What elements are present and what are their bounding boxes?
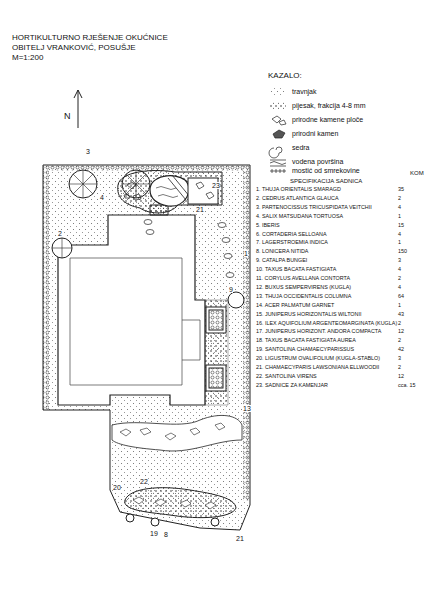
legend-entry: pijesak, frakcija 4-8 mm (292, 102, 366, 109)
plant-name: 13. THUJA OCCIDENTALIS COLUMNA (256, 294, 351, 300)
legend-entry: prirodne kamene ploče (292, 116, 363, 123)
callout-number: 21 (236, 535, 244, 542)
callout-number: 22 (140, 478, 148, 485)
legend-entry: travnjak (292, 88, 317, 95)
legend-entry: sedra (292, 144, 310, 151)
callout-number: 9 (229, 286, 233, 293)
plant-name: 6. CORTADERIA SELLOANA (256, 232, 327, 238)
callout-number: 20 (113, 484, 121, 491)
callout-number: 19 (150, 530, 158, 537)
plant-name: 4. SALIX MATSUDANA TORTUOSA (256, 214, 343, 220)
plan-title: HORTIKULTURNO RJEŠENJE OKUĆNICE (12, 34, 168, 42)
plant-count: 42 (398, 347, 404, 353)
plant-count: 35 (398, 187, 404, 193)
legend-entry: prirodni kamen (292, 130, 338, 137)
plant-name: 15. JUNIPERUS HORIZONTALIS WILTONII (256, 312, 361, 318)
plant-count: 3 (398, 258, 401, 264)
plant-name: 16. ILEX AQUIFOLIUM ARGENTEOMARGINATA (K… (256, 321, 397, 327)
plant-count: 2 (398, 338, 401, 344)
plant-name: 14. ACER PALMATUM GARNET (256, 303, 334, 309)
plant-name: 22. SANTOLINA VIRENS (256, 374, 317, 380)
legend-entry: vodena površina (292, 158, 343, 165)
plant-name: 8. LONICERA NITIDA (256, 249, 308, 255)
plant-name: 1. THUJA ORIENTALIS SMARAGD (256, 187, 341, 193)
scale-label: M=1:200 (12, 54, 43, 62)
plant-count: 4 (398, 232, 401, 238)
plant-count: 4 (398, 285, 401, 291)
plant-count: 2 (398, 196, 401, 202)
plant-name: 17. JUNIPERUS HORIZONT. ANDORA COMPACTA (256, 329, 381, 335)
plant-name: 12. BUXUS SEMPERVIRENS (KUGLA) (256, 285, 351, 291)
callout-number: 23 (212, 182, 220, 189)
plant-count: 12 (398, 374, 404, 380)
plant-count: 2 (398, 365, 401, 371)
plant-count: 1 (398, 240, 401, 246)
table-heading: SPECIFIKACIJA SADNICA (290, 178, 362, 184)
plant-name: 23. SADNICE ZA KAMENJAR (256, 383, 328, 389)
table-heading: KOM (410, 170, 424, 176)
plant-name: 19. SANTOLINA CHAMAECYPARISSUS (256, 347, 354, 353)
plant-count: 15 (398, 223, 404, 229)
north-label: N (64, 112, 71, 121)
plant-count: 1 (398, 214, 401, 220)
plant-count: 1 (398, 303, 401, 309)
plant-count: 2 (398, 321, 401, 327)
plant-name: 3. PARTENOCISSUS TRICUSPIDATA VEITCHII (256, 205, 372, 211)
plant-count: 64 (398, 294, 404, 300)
plant-count: 4 (398, 267, 401, 273)
plant-name: 7. LAGERSTROEMIA INDICA (256, 240, 328, 246)
plant-count: 12 (398, 329, 404, 335)
plant-count: 150 (398, 249, 407, 255)
plant-name: 21. CHAMAECYPARIS LAWSONIANA ELLWOODII (256, 365, 379, 371)
callout-number: 3 (86, 148, 90, 155)
callout-number: 4 (100, 194, 104, 201)
legend-heading: KAZALO: (268, 72, 302, 80)
plant-count: 3 (398, 356, 401, 362)
plant-name: 5. IBERIS (256, 223, 280, 229)
legend-entry: mostić od smrekovine (292, 167, 360, 174)
plant-name: 9. CATALPA BUNGEI (256, 258, 307, 264)
plant-count: 4 (398, 205, 401, 211)
callout-number: 8 (164, 531, 168, 538)
plant-name: 18. TAXUS BACATA FASTIGIATA AUREA (256, 338, 356, 344)
plant-name: 2. CEDRUS ATLANTICA GLAUCA (256, 196, 339, 202)
plant-count: 43 (398, 312, 404, 318)
plan-subtitle: OBITELJ VRANKOVIĆ, POSUŠJE (12, 44, 136, 52)
callout-number: 1 (244, 250, 248, 257)
callout-number: 21 (196, 206, 204, 213)
plant-count: 2 (398, 276, 401, 282)
plant-name: 11. CORYLUS AVELLANA CONTORTA (256, 276, 350, 282)
plant-count: cca. 15 (398, 383, 415, 389)
callout-number: 13 (243, 405, 251, 412)
plant-name: 20. LIGUSTRUM OVALIFOLIUM (KUGLA-STABLO) (256, 356, 380, 362)
plant-name: 10. TAXUS BACATA FASTIGIATA (256, 267, 336, 273)
callout-number: 2 (58, 230, 62, 237)
